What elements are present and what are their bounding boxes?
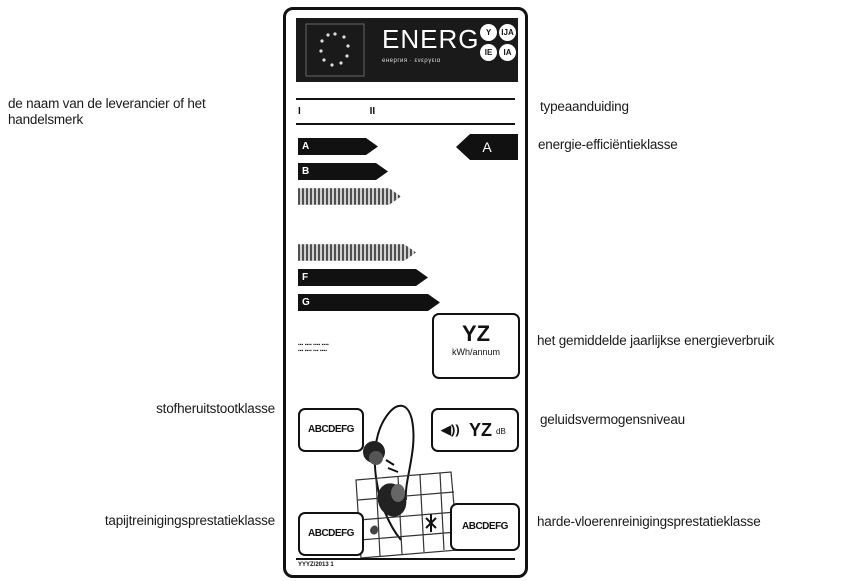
consumption-unit: kWh/annum bbox=[451, 347, 501, 357]
consumption-box: YZ kWh/annum bbox=[432, 313, 520, 379]
consumption-value: YZ bbox=[461, 321, 491, 346]
speaker-icon: ◀)) bbox=[441, 422, 460, 437]
vacuum-cleaner-illustration bbox=[355, 404, 459, 559]
class-bar-e bbox=[298, 244, 416, 261]
noise-box: ◀)) YZ dB bbox=[431, 408, 519, 452]
dust-class-scale: ABCDEFG bbox=[308, 424, 354, 435]
class-bar-b: B bbox=[298, 163, 388, 180]
callout-annual-consumption: het gemiddelde jaarlijkse energieverbrui… bbox=[537, 333, 775, 348]
language-badge: IA bbox=[499, 44, 516, 61]
supplier-name: I bbox=[298, 106, 301, 117]
fine-print: ▪▪▪ ▪▪▪▪ ▪▪▪▪ ▪▪▪▪▪▪▪ ▪▪▪▪ ▪▪▪ ▪▪▪▪ bbox=[298, 342, 329, 354]
energ-subtitle: енергия · ενεργεια bbox=[382, 58, 441, 64]
divider bbox=[296, 98, 515, 100]
hardfloor-class-box: ABCDEFG bbox=[450, 503, 520, 551]
callout-noise-level: geluidsvermogensniveau bbox=[540, 412, 685, 427]
carpet-class-scale: ABCDEFG bbox=[308, 528, 354, 539]
callout-carpet-cleaning: tapijtreinigingsprestatieklasse bbox=[104, 513, 275, 528]
carpet-class-box: ABCDEFG bbox=[298, 512, 364, 556]
language-badge: IJA bbox=[499, 24, 516, 41]
dust-class-box: ABCDEFG bbox=[298, 408, 364, 452]
language-badge: IE bbox=[480, 44, 497, 61]
hardfloor-class-scale: ABCDEFG bbox=[462, 521, 508, 532]
eu-flag-icon bbox=[305, 23, 365, 77]
class-bar-a: A bbox=[298, 138, 378, 155]
divider bbox=[296, 123, 515, 125]
energ-wordmark: ENERG bbox=[382, 24, 480, 54]
callout-model: typeaanduiding bbox=[540, 99, 629, 114]
noise-value: YZ bbox=[469, 420, 493, 440]
class-indicator-arrow: A bbox=[456, 134, 518, 160]
class-bar-c bbox=[298, 188, 401, 205]
noise-unit: dB bbox=[496, 427, 506, 436]
callout-hardfloor-cleaning: harde-vloerenreinigingsprestatieklasse bbox=[537, 514, 761, 529]
language-badge: Y bbox=[480, 24, 497, 41]
callout-supplier: de naam van de leverancier of het handel… bbox=[8, 96, 206, 127]
callout-dust-reemission: stofheruitstootklasse bbox=[156, 401, 275, 416]
regulation-number: YYYZ/2013 1 bbox=[298, 562, 334, 568]
energy-label: ENERG енергия · ενεργεια Y IJA IE IA I I… bbox=[283, 7, 528, 578]
class-bar-g: G bbox=[298, 294, 440, 311]
class-bar-f: F bbox=[298, 269, 428, 286]
label-header: ENERG енергия · ενεργεια Y IJA IE IA bbox=[296, 18, 518, 82]
callout-efficiency-class: energie-efficiëntieklasse bbox=[538, 137, 678, 152]
divider bbox=[296, 558, 515, 560]
model-id: II bbox=[369, 106, 376, 117]
supplier-row: I II bbox=[298, 106, 375, 117]
